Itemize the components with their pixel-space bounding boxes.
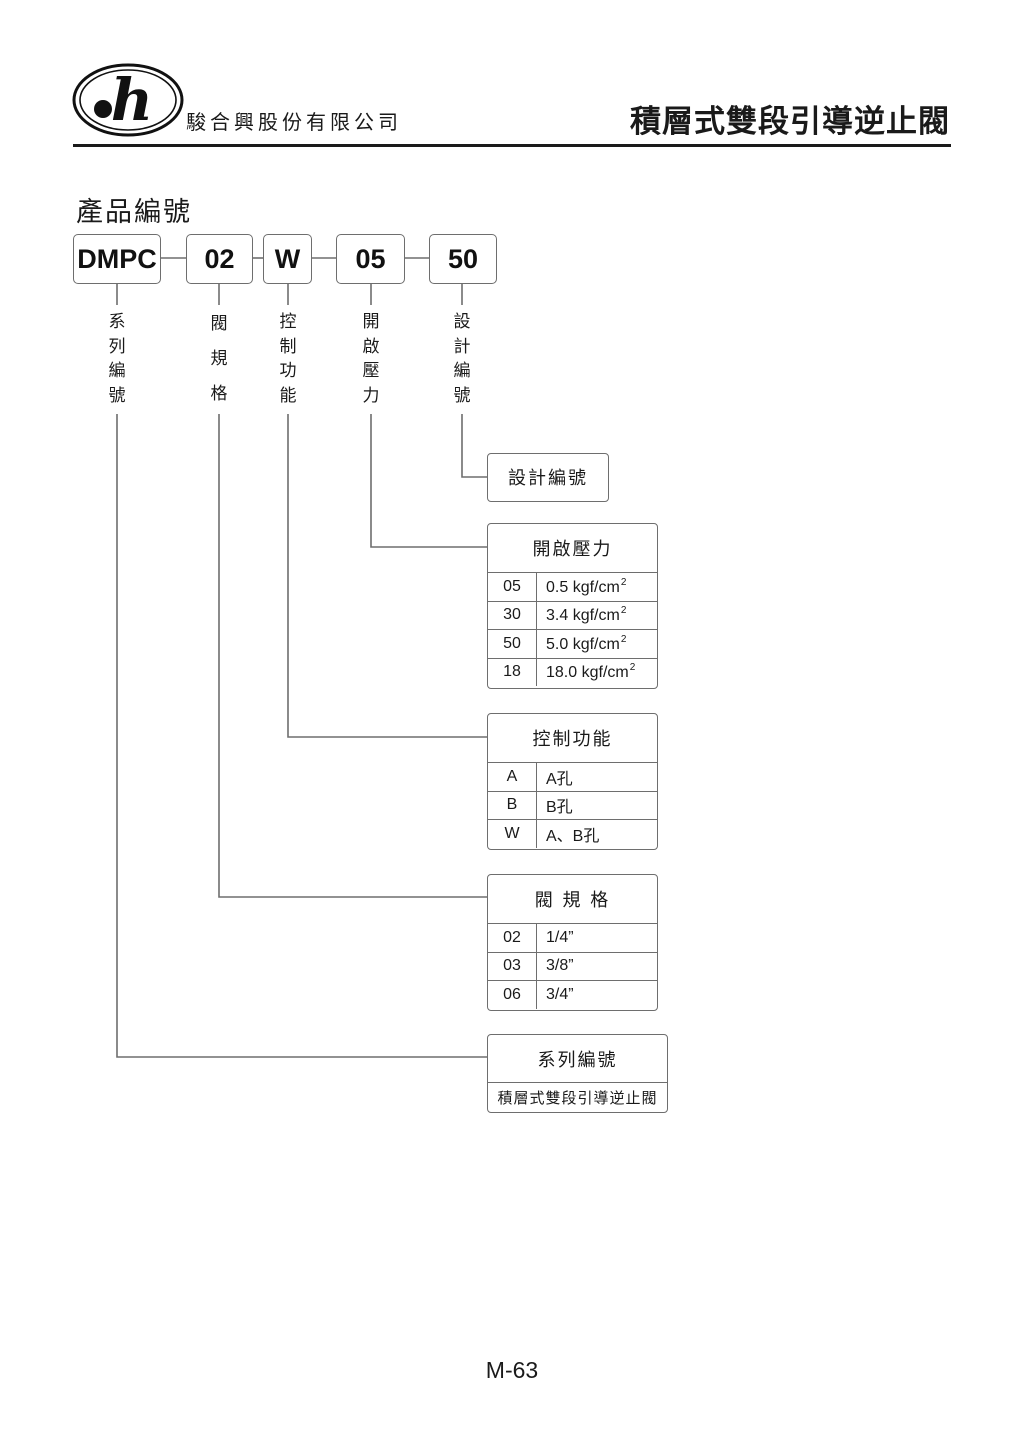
company-logo: h bbox=[72, 63, 184, 137]
code-box-size: 02 bbox=[186, 234, 253, 284]
table-row: A A孔 bbox=[488, 762, 657, 791]
pressure-unit: kgf/cm bbox=[572, 578, 620, 596]
unit-exponent: 2 bbox=[620, 576, 627, 588]
control-code: W bbox=[488, 819, 537, 848]
size-code: 06 bbox=[488, 980, 537, 1009]
table-row: 02 1/4” bbox=[488, 923, 657, 952]
size-panel-title: 閥 規 格 bbox=[534, 890, 611, 911]
size-code: 03 bbox=[488, 951, 537, 981]
unit-exponent: 2 bbox=[620, 605, 627, 617]
control-value: A、B孔 bbox=[536, 819, 657, 848]
control-value: A孔 bbox=[536, 762, 657, 791]
table-row: B B孔 bbox=[488, 790, 657, 820]
pressure-code: 50 bbox=[488, 629, 537, 658]
series-panel-title: 系列編號 bbox=[537, 1049, 618, 1071]
valve-size-panel: 閥 規 格 02 1/4” 03 3/8” 06 3/4” bbox=[487, 874, 658, 1011]
pressure-table: 05 0.5 kgf/cm2 30 3.4 kgf/cm2 50 5.0 kgf… bbox=[488, 572, 657, 686]
table-row: 06 3/4” bbox=[488, 980, 657, 1009]
pressure-unit: kgf/cm bbox=[572, 607, 620, 625]
series-value: 積層式雙段引導逆止閥 bbox=[488, 1082, 667, 1111]
control-panel-title: 控制功能 bbox=[532, 729, 613, 750]
pressure-value: 5.0 bbox=[546, 635, 569, 653]
label-design: 設 計 編 號 bbox=[453, 312, 471, 406]
unit-exponent: 2 bbox=[629, 662, 636, 674]
code-box-series: DMPC bbox=[73, 234, 161, 284]
size-table: 02 1/4” 03 3/8” 06 3/4” bbox=[488, 923, 657, 1009]
table-row: 50 5.0 kgf/cm2 bbox=[488, 629, 657, 658]
pressure-code: 05 bbox=[488, 572, 537, 601]
pressure-unit: kgf/cm bbox=[581, 664, 629, 682]
label-size: 閥 規 格 bbox=[210, 314, 228, 404]
code-box-control: W bbox=[263, 234, 312, 284]
pressure-code: 18 bbox=[488, 657, 537, 686]
size-value: 3/8” bbox=[536, 951, 657, 981]
code-box-design: 50 bbox=[429, 234, 497, 284]
code-box-pressure: 05 bbox=[336, 234, 405, 284]
control-function-panel: 控制功能 A A孔 B B孔 W A、B孔 bbox=[487, 713, 658, 850]
label-pressure: 開 啟 壓 力 bbox=[362, 312, 380, 406]
design-number-panel: 設計編號 bbox=[487, 453, 609, 502]
svg-text:h: h bbox=[111, 66, 153, 134]
pressure-value: 18.0 bbox=[546, 664, 578, 682]
pressure-value: 0.5 bbox=[546, 578, 569, 596]
table-row: 18 18.0 kgf/cm2 bbox=[488, 657, 657, 686]
control-value: B孔 bbox=[536, 790, 657, 820]
table-row: 05 0.5 kgf/cm2 bbox=[488, 572, 657, 601]
pressure-value: 3.4 bbox=[546, 607, 569, 625]
label-series: 系 列 編 號 bbox=[108, 312, 126, 406]
label-control: 控 制 功 能 bbox=[279, 312, 297, 406]
size-value: 1/4” bbox=[536, 923, 657, 952]
control-code: B bbox=[488, 790, 537, 820]
series-number-panel: 系列編號 積層式雙段引導逆止閥 bbox=[487, 1034, 668, 1113]
cracking-pressure-panel: 開啟壓力 05 0.5 kgf/cm2 30 3.4 kgf/cm2 50 5.… bbox=[487, 523, 658, 689]
section-title: 產品編號 bbox=[76, 197, 192, 228]
design-panel-title: 設計編號 bbox=[508, 468, 588, 489]
pressure-value-cell: 18.0 kgf/cm2 bbox=[536, 657, 657, 686]
pressure-value-cell: 3.4 kgf/cm2 bbox=[536, 600, 657, 630]
unit-exponent: 2 bbox=[620, 633, 627, 645]
document-title: 積層式雙段引導逆止閥 bbox=[630, 104, 950, 140]
size-code: 02 bbox=[488, 923, 537, 952]
table-row: 03 3/8” bbox=[488, 951, 657, 981]
table-row: W A、B孔 bbox=[488, 819, 657, 848]
table-row: 30 3.4 kgf/cm2 bbox=[488, 600, 657, 630]
size-value: 3/4” bbox=[536, 980, 657, 1009]
pressure-panel-title: 開啟壓力 bbox=[532, 539, 613, 560]
page-number: M-63 bbox=[485, 1357, 539, 1383]
control-code: A bbox=[488, 762, 537, 791]
pressure-value-cell: 5.0 kgf/cm2 bbox=[536, 629, 657, 658]
header-divider bbox=[73, 144, 951, 147]
company-name: 駿合興股份有限公司 bbox=[186, 110, 402, 134]
pressure-value-cell: 0.5 kgf/cm2 bbox=[536, 572, 657, 601]
control-table: A A孔 B B孔 W A、B孔 bbox=[488, 762, 657, 848]
pressure-code: 30 bbox=[488, 600, 537, 630]
pressure-unit: kgf/cm bbox=[572, 635, 620, 653]
